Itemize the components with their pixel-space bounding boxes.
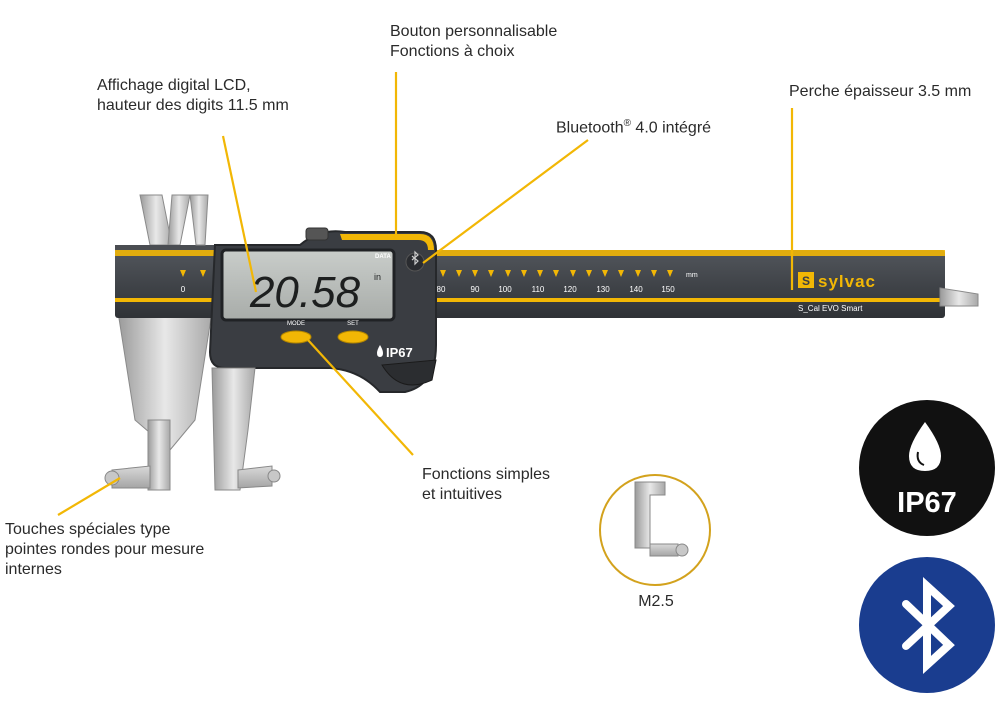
scale-ticks-right [440, 270, 673, 277]
callout-custom-button: Bouton personnalisable Fonctions à choix [390, 22, 557, 62]
registered-mark: ® [623, 118, 631, 129]
callout-line: pointes rondes pour mesure [5, 541, 205, 558]
ip67-badge [859, 400, 995, 536]
scale-tick-label: 150 [661, 285, 675, 294]
bluetooth-icon [902, 576, 955, 675]
mode-label: MODE [287, 321, 305, 327]
callout-line: Fonctions à choix [390, 43, 515, 60]
callout-line: Affichage digital LCD, [97, 77, 251, 94]
callout-line: hauteur des digits 11.5 mm [97, 97, 289, 114]
callout-bluetooth: Bluetooth® 4.0 intégré [556, 114, 711, 138]
callout-functions: Fonctions simples et intuitives [422, 465, 550, 505]
callout-bluetooth-suffix: 4.0 intégré [630, 119, 712, 137]
set-label: SET [347, 321, 359, 327]
scale-tick-label: 0 [181, 285, 186, 294]
scale-tick-label: 130 [596, 285, 610, 294]
callout-line: internes [5, 561, 62, 578]
scale-tick-label: 80 [437, 285, 446, 294]
display-value: 20.58 [249, 268, 361, 317]
moving-jaw [189, 194, 281, 491]
scale-tick-label: 90 [471, 285, 480, 294]
scale-tick-label: 100 [498, 285, 512, 294]
callout-line: Perche épaisseur 3.5 mm [789, 83, 972, 100]
data-label: DATA [375, 254, 391, 260]
callout-lcd-display: Affichage digital LCD, hauteur des digit… [97, 76, 289, 116]
lcd-display [220, 248, 396, 322]
set-button[interactable] [337, 330, 369, 344]
scale-tick-label: 140 [629, 285, 643, 294]
bluetooth-badge [859, 557, 995, 693]
callout-line: et intuitives [422, 486, 503, 503]
svg-text:S: S [802, 274, 810, 288]
scale-ticks-left [180, 270, 206, 277]
callout-line: Touches spéciales type [5, 521, 171, 538]
water-drop-icon [377, 345, 383, 357]
ip67-badge-label: IP67 [897, 487, 957, 519]
brand-name: sylvac [818, 272, 876, 291]
brand-logo: S [798, 272, 814, 288]
display-unit: in [374, 272, 381, 282]
model-name: S_Cal EVO Smart [798, 304, 863, 313]
thumb-wheel[interactable] [381, 359, 437, 386]
scale-unit: mm [686, 272, 698, 279]
callout-lines [57, 72, 794, 516]
callout-line: Bouton personnalisable [390, 23, 558, 40]
detail-magnifier [599, 474, 711, 586]
callout-tips: Touches spéciales type pointes rondes po… [5, 520, 204, 580]
bluetooth-icon [411, 250, 419, 266]
scale-tick-label: 120 [563, 285, 577, 294]
head-ip-label: IP67 [386, 345, 413, 360]
callout-line: Fonctions simples [422, 466, 551, 483]
scale-tick-label: 110 [532, 285, 545, 294]
callout-depth-rod: Perche épaisseur 3.5 mm [789, 82, 971, 102]
detail-label: M2.5 [638, 593, 674, 610]
mode-button[interactable] [280, 330, 312, 344]
callout-bluetooth-prefix: Bluetooth [556, 119, 624, 137]
